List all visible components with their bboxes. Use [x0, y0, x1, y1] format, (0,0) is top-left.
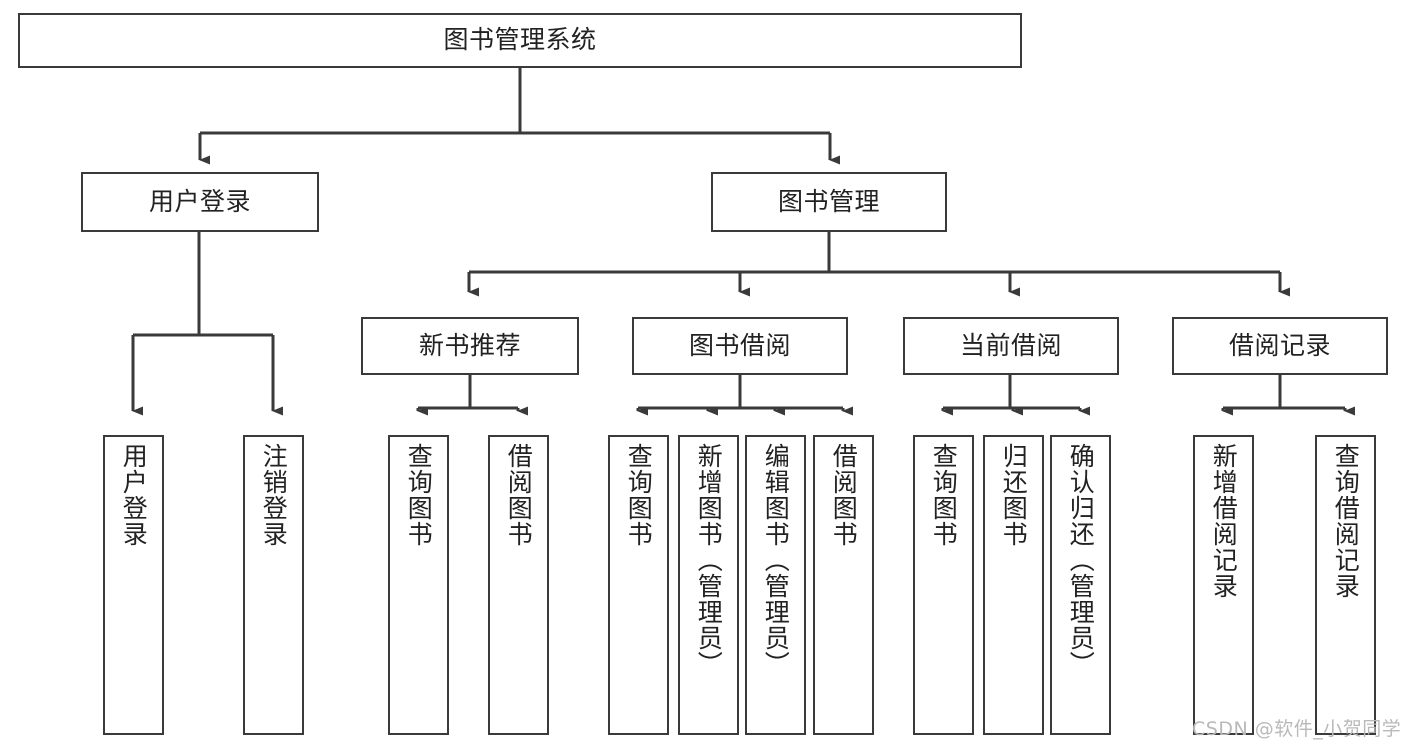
node-root[interactable]: 图书管理系统 — [18, 13, 1022, 68]
node-borrow-record-label: 借阅记录 — [1228, 330, 1331, 360]
borrow-record-connectors — [1221, 375, 1355, 416]
node-leaf-confirm-return-admin-label: 确认归还（管理员） — [1066, 443, 1096, 677]
node-book-borrow-label: 图书借阅 — [688, 330, 791, 360]
new-book-recommend-connectors — [416, 375, 528, 416]
node-leaf-borrow-book-label: 借阅图书 — [829, 443, 859, 547]
book-borrow-connectors — [636, 375, 853, 416]
node-leaf-add-borrow-record-label: 新增借阅记录 — [1209, 443, 1239, 599]
node-user-login[interactable]: 用户登录 — [81, 172, 319, 232]
node-book-management[interactable]: 图书管理 — [711, 172, 947, 232]
node-borrow-record[interactable]: 借阅记录 — [1172, 317, 1388, 375]
node-leaf-query-book-current-label: 查询图书 — [929, 443, 959, 547]
node-leaf-query-book-borrow[interactable]: 查询图书 — [608, 435, 669, 735]
book-management-connectors — [467, 232, 1290, 297]
node-leaf-edit-book-admin-label: 编辑图书（管理员） — [761, 443, 791, 677]
node-leaf-add-borrow-record[interactable]: 新增借阅记录 — [1193, 435, 1254, 735]
node-leaf-logout-login[interactable]: 注销登录 — [243, 435, 304, 735]
node-leaf-query-book-borrow-label: 查询图书 — [624, 443, 654, 547]
node-leaf-query-borrow-record-label: 查询借阅记录 — [1331, 443, 1361, 599]
node-new-book-recommend-label: 新书推荐 — [418, 330, 521, 360]
node-book-borrow[interactable]: 图书借阅 — [632, 317, 848, 375]
node-leaf-query-book-recommend[interactable]: 查询图书 — [388, 435, 449, 735]
node-leaf-borrow-book[interactable]: 借阅图书 — [813, 435, 874, 735]
node-leaf-add-book-admin[interactable]: 新增图书（管理员） — [678, 435, 739, 735]
node-leaf-add-book-admin-label: 新增图书（管理员） — [694, 443, 724, 677]
node-leaf-query-borrow-record[interactable]: 查询借阅记录 — [1315, 435, 1376, 735]
node-user-login-label: 用户登录 — [148, 186, 251, 216]
node-leaf-confirm-return-admin[interactable]: 确认归还（管理员） — [1050, 435, 1111, 735]
node-current-borrow[interactable]: 当前借阅 — [903, 317, 1119, 375]
node-leaf-user-login[interactable]: 用户登录 — [103, 435, 164, 735]
node-book-management-label: 图书管理 — [777, 186, 880, 216]
user-login-connectors — [131, 232, 283, 416]
node-leaf-logout-login-label: 注销登录 — [259, 443, 289, 547]
node-leaf-user-login-label: 用户登录 — [119, 443, 149, 547]
node-leaf-return-book-label: 归还图书 — [999, 443, 1029, 547]
node-leaf-query-book-recommend-label: 查询图书 — [404, 443, 434, 547]
current-borrow-connectors — [941, 375, 1090, 416]
node-leaf-return-book[interactable]: 归还图书 — [983, 435, 1044, 735]
node-leaf-borrow-book-recommend[interactable]: 借阅图书 — [488, 435, 549, 735]
node-root-label: 图书管理系统 — [443, 25, 597, 55]
node-current-borrow-label: 当前借阅 — [959, 330, 1062, 360]
node-new-book-recommend[interactable]: 新书推荐 — [361, 317, 579, 375]
root-connectors — [198, 68, 840, 165]
node-leaf-query-book-current[interactable]: 查询图书 — [913, 435, 974, 735]
node-leaf-borrow-book-recommend-label: 借阅图书 — [504, 443, 534, 547]
node-leaf-edit-book-admin[interactable]: 编辑图书（管理员） — [745, 435, 806, 735]
